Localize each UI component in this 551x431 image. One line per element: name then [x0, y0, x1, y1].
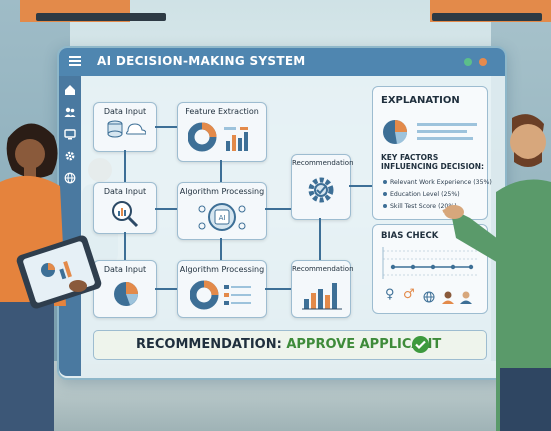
donut-bar-chart-icon: [188, 122, 248, 152]
data-input-node-1[interactable]: Data Input: [93, 102, 157, 152]
connector: [124, 150, 126, 182]
recommendation-node-2[interactable]: Recommendation: [291, 260, 354, 318]
ceiling-lamp-right: [432, 13, 542, 21]
gear-icon[interactable]: [64, 150, 76, 162]
connector: [319, 218, 321, 260]
monitor-icon[interactable]: [64, 128, 76, 140]
decision-text: APPROVE APPLICANT: [286, 337, 442, 352]
bias-check-heading: BIAS CHECK: [381, 231, 439, 241]
explanation-heading: EXPLANATION: [381, 95, 460, 106]
woman-with-tablet: [0, 123, 102, 431]
algorithm-processing-node-2[interactable]: Algorithm Processing: [177, 260, 267, 318]
window-title: AI DECISION-MAKING SYSTEM: [97, 54, 306, 68]
connector: [265, 288, 291, 290]
explanation-pie-icon: [383, 120, 477, 144]
man-pointing: [442, 114, 551, 431]
key-factors-heading: KEY FACTORS INFLUENCING DECISION:: [381, 153, 485, 171]
bar-chart-icon: [302, 283, 342, 310]
recommendation-node-1[interactable]: Recommendation: [291, 154, 354, 220]
menu-icon[interactable]: [69, 56, 81, 66]
person-avatar-icon: [460, 291, 472, 304]
algorithm-processing-node-1[interactable]: Algorithm Processing AI: [177, 182, 267, 240]
data-input-node-2[interactable]: Data Input: [93, 182, 157, 234]
checkmark-icon: [412, 336, 429, 353]
database-cloud-icon: [107, 120, 146, 138]
window-titlebar: AI DECISION-MAKING SYSTEM: [59, 48, 505, 76]
gear-icon: [308, 177, 334, 203]
male-symbol-icon: ♂: [403, 287, 415, 302]
data-input-node-3[interactable]: Data Input: [93, 260, 157, 318]
magnifier-chart-icon: [112, 201, 139, 228]
connector: [220, 160, 222, 182]
connector: [220, 238, 222, 260]
globe-icon: [423, 291, 435, 303]
window-control-orange[interactable]: [479, 58, 487, 66]
explanation-panel: EXPLANATION KEY FACTORS INFLUENCING DECI…: [372, 86, 492, 220]
svg-text:AI: AI: [219, 214, 226, 222]
pie-chart-icon: [114, 282, 138, 306]
ai-chip-icon: AI: [198, 203, 246, 231]
globe-icon[interactable]: [64, 172, 76, 184]
connector: [349, 185, 372, 187]
users-icon[interactable]: [64, 106, 76, 118]
factor-item: Relevant Work Experience (35%): [383, 179, 492, 186]
window-control-green[interactable]: [464, 58, 472, 66]
feature-extraction-node[interactable]: Feature Extraction: [177, 102, 267, 162]
recommendation-banner: RECOMMENDATION: APPROVE APPLICANT: [93, 330, 487, 360]
female-symbol-icon: ♀: [385, 287, 395, 302]
connector: [124, 232, 126, 260]
recommendation-text: RECOMMENDATION: APPROVE APPLICANT: [136, 337, 442, 352]
ceiling-lamp-left: [36, 13, 166, 21]
connector: [265, 208, 291, 210]
home-icon[interactable]: [64, 84, 76, 96]
bias-line-chart: [382, 247, 479, 279]
donut-list-icon: [190, 280, 251, 310]
connector: [155, 288, 177, 290]
factor-item: Skill Test Score (20%): [383, 203, 457, 210]
person-avatar-icon: [442, 291, 454, 304]
factor-item: Education Level (25%): [383, 191, 460, 198]
connector: [155, 126, 177, 128]
connector: [155, 208, 177, 210]
